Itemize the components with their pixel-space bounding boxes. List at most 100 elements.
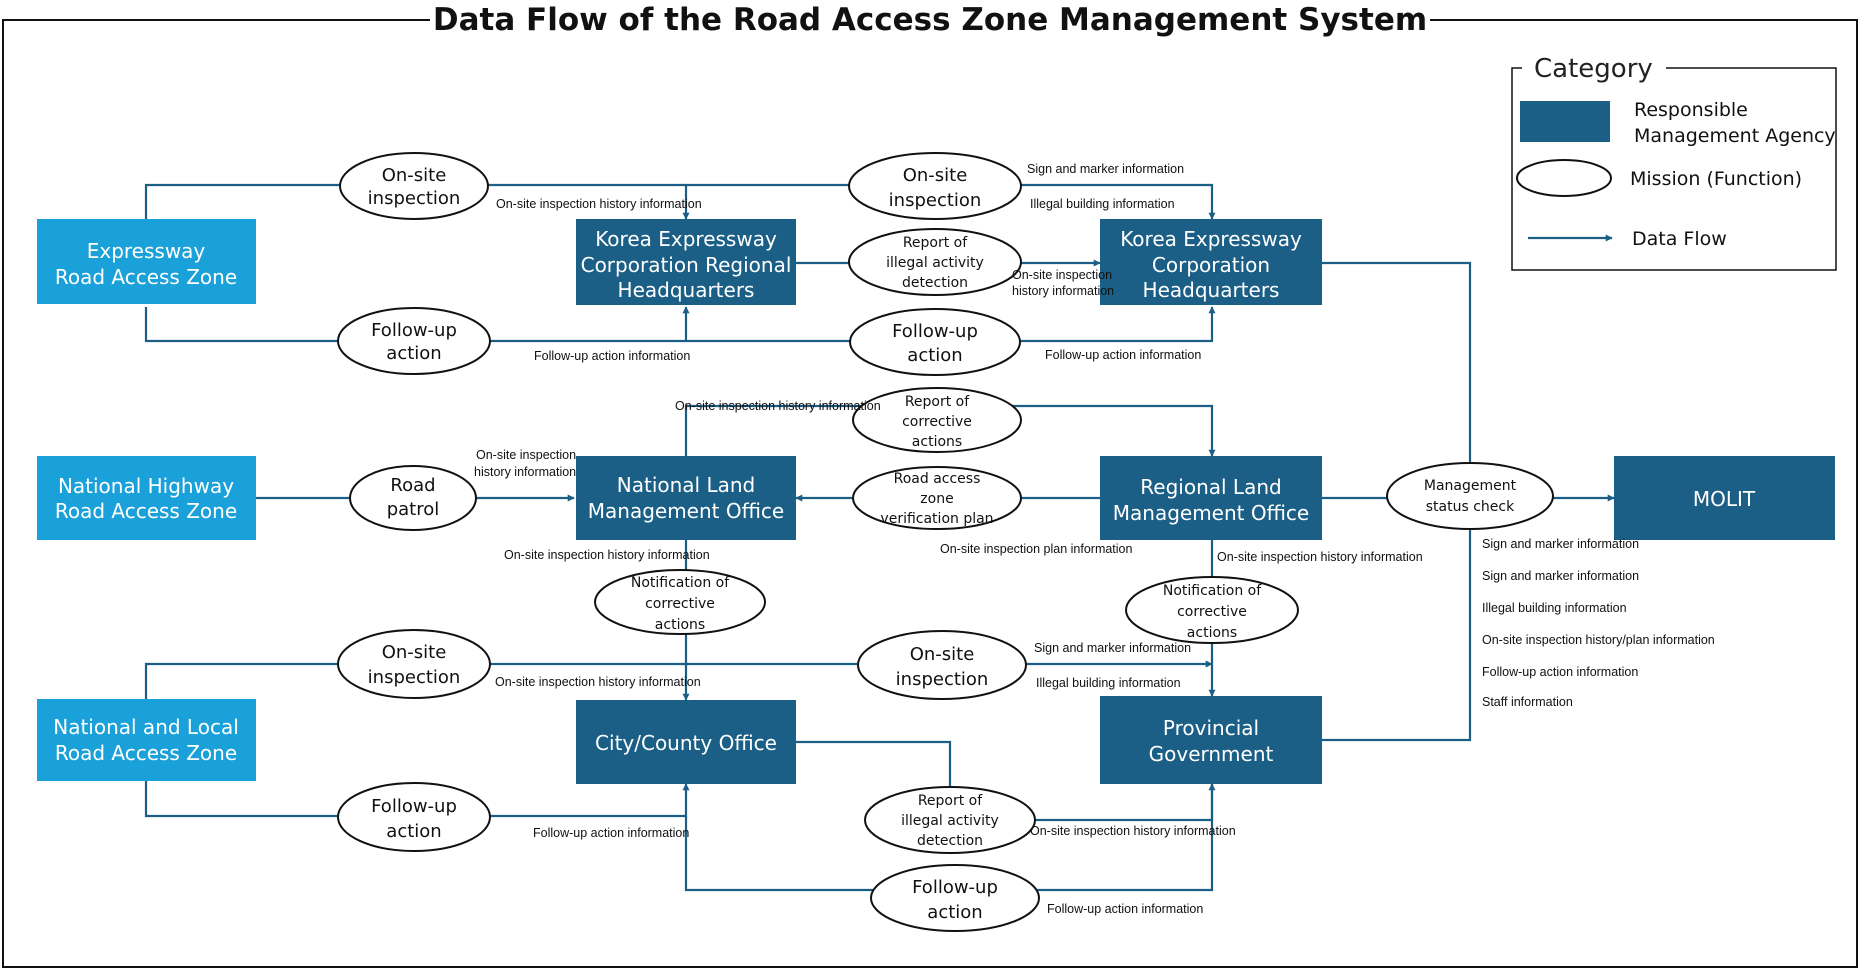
flow-label: On-site inspection (476, 448, 576, 462)
mission-followup-2: Follow-up action (849, 308, 1021, 376)
mission-verification-plan: Road access zone verification plan (852, 466, 1022, 530)
molit-input-item: Staff information (1482, 695, 1573, 709)
mission-onsite-inspection-3-line-2: inspection (368, 667, 461, 688)
mission-road-patrol-line-1: Road (390, 475, 435, 496)
zone-national-highway: National Highway Road Access Zone (37, 456, 256, 540)
mission-followup-4-line-2: action (927, 902, 982, 923)
flow-label: Illegal building information (1036, 676, 1181, 690)
mission-verification-plan-line-2: zone (920, 491, 953, 507)
mission-followup-3: Follow-up action (337, 782, 491, 852)
mission-onsite-inspection-4-shape (857, 630, 1027, 700)
agency-national-land-label-2: Management Office (588, 499, 784, 523)
flow-label: On-site inspection history information (1217, 550, 1423, 564)
agency-regional-land-box (1100, 456, 1322, 540)
mission-notify-corrective-1: Notification of corrective actions (594, 569, 766, 635)
agency-provincial-label-2: Government (1149, 742, 1274, 766)
flow-label: On-site inspection (1012, 268, 1112, 282)
mission-onsite-inspection-2-line-1: On-site (903, 165, 968, 186)
mission-onsite-inspection-3-line-1: On-site (382, 642, 447, 663)
agency-kec-hq-label-1: Korea Expressway (1120, 227, 1302, 251)
flow-label: On-site inspection plan information (940, 542, 1133, 556)
flow-label: Sign and marker information (1027, 162, 1184, 176)
flow-label: Sign and marker information (1034, 641, 1191, 655)
agency-national-land-label-1: National Land (617, 473, 755, 497)
mission-followup-1-shape (337, 307, 491, 375)
molit-input-list: Sign and marker information Sign and mar… (1482, 537, 1715, 709)
agency-kec-hq-box (1100, 219, 1322, 305)
zone-national-highway-label-1: National Highway (58, 474, 234, 498)
mission-followup-1: Follow-up action (337, 307, 491, 375)
mission-verification-plan-line-1: Road access (894, 471, 981, 487)
flow-label: On-site inspection history information (1030, 824, 1236, 838)
mission-notify-corrective-2-shape (1125, 576, 1299, 644)
mission-notify-corrective-2-line-1: Notification of (1163, 583, 1262, 599)
mission-verification-plan-shape (852, 466, 1022, 530)
molit-input-item: Sign and marker information (1482, 569, 1639, 583)
mission-followup-3-shape (337, 782, 491, 852)
legend: Category Responsible Management Agency M… (1511, 54, 1837, 271)
legend-agency-swatch (1520, 101, 1610, 142)
mission-illegal-detection-2-line-1: Report of (918, 793, 983, 809)
agency-provincial: Provincial Government (1100, 696, 1322, 784)
agency-kec-hq: Korea Expressway Corporation Headquarter… (1100, 219, 1322, 305)
legend-agency-label-2: Management Agency (1634, 125, 1836, 147)
mission-notify-corrective-1-line-3: actions (655, 617, 705, 633)
zone-national-highway-box (37, 456, 256, 540)
mission-onsite-inspection-1-line-2: inspection (368, 188, 461, 209)
mission-onsite-inspection-3-shape (337, 629, 491, 699)
mission-onsite-inspection-2: On-site inspection (848, 152, 1022, 220)
zone-expressway-box (37, 219, 256, 304)
mission-corrective-report-line-2: corrective (902, 414, 972, 430)
mission-illegal-detection-1-line-2: illegal activity (886, 255, 984, 271)
mission-illegal-detection-1-line-1: Report of (903, 235, 968, 251)
mission-notify-corrective-1-line-1: Notification of (631, 575, 730, 591)
mission-followup-4-shape (870, 864, 1040, 932)
zone-national-local-box (37, 699, 256, 781)
agency-city-county-box (576, 700, 796, 784)
legend-flow-label: Data Flow (1632, 228, 1727, 250)
mission-followup-2-shape (849, 308, 1021, 376)
agency-kec-regional-label-2: Corporation Regional (581, 253, 792, 277)
flow-label: On-site inspection history information (495, 675, 701, 689)
agency-national-land-box (576, 456, 796, 540)
flow-label: Follow-up action information (1047, 902, 1203, 916)
zone-expressway-label-2: Road Access Zone (55, 265, 237, 289)
mission-notify-corrective-1-shape (594, 569, 766, 635)
mission-corrective-report-line-1: Report of (905, 394, 970, 410)
mission-verification-plan-line-3: verification plan (880, 511, 993, 527)
flow-label: history information (474, 465, 576, 479)
mission-notify-corrective-2: Notification of corrective actions (1125, 576, 1299, 644)
mission-mgmt-status-line-1: Management (1424, 478, 1517, 494)
mission-onsite-inspection-4-line-2: inspection (896, 669, 989, 690)
agency-regional-land-label-2: Management Office (1113, 501, 1309, 525)
mission-illegal-detection-1-line-3: detection (902, 275, 968, 291)
agency-kec-regional-label-3: Headquarters (618, 278, 755, 302)
agency-national-land: National Land Management Office (576, 456, 796, 540)
zone-national-local: National and Local Road Access Zone (37, 699, 256, 781)
agency-regional-land: Regional Land Management Office (1100, 456, 1322, 540)
zone-expressway: Expressway Road Access Zone (37, 219, 256, 304)
mission-onsite-inspection-3: On-site inspection (337, 629, 491, 699)
mission-mgmt-status-line-2: status check (1426, 499, 1515, 515)
mission-followup-3-line-1: Follow-up (371, 796, 457, 817)
agency-provincial-box (1100, 696, 1322, 784)
agency-kec-regional-box (576, 219, 796, 305)
molit-input-item: On-site inspection history/plan informat… (1482, 633, 1715, 647)
mission-onsite-inspection-2-line-2: inspection (889, 190, 982, 211)
agency-provincial-label-1: Provincial (1163, 716, 1259, 740)
legend-mission-label: Mission (Function) (1630, 168, 1802, 190)
mission-notify-corrective-1-line-2: corrective (645, 596, 715, 612)
legend-agency-label-1: Responsible (1634, 99, 1748, 121)
agency-molit-label: MOLIT (1693, 487, 1756, 511)
mission-road-patrol-shape (349, 465, 477, 531)
flow-label: On-site inspection history information (504, 548, 710, 562)
mission-onsite-inspection-1: On-site inspection (339, 152, 489, 220)
zone-national-local-label-1: National and Local (53, 715, 239, 739)
molit-input-item: Follow-up action information (1482, 665, 1638, 679)
mission-illegal-detection-2: Report of illegal activity detection (864, 786, 1036, 854)
flow-labels: On-site inspection history information S… (474, 162, 1423, 916)
mission-onsite-inspection-4: On-site inspection (857, 630, 1027, 700)
mission-corrective-report-shape (852, 387, 1022, 453)
zone-national-local-label-2: Road Access Zone (55, 741, 237, 765)
mission-onsite-inspection-1-line-1: On-site (382, 165, 447, 186)
